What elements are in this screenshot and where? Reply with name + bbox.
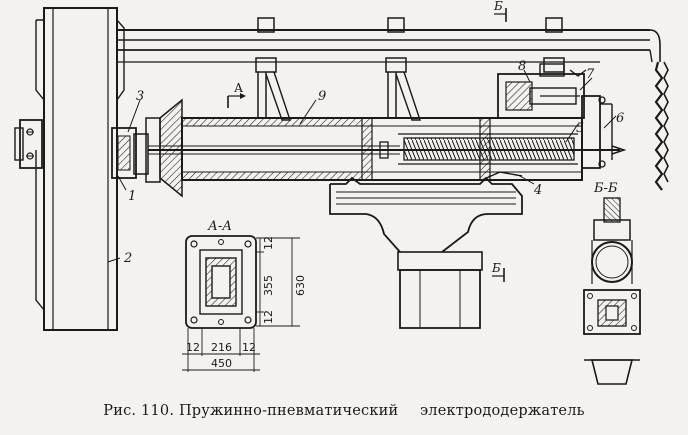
dim-bottom-12-left: 12 <box>186 341 200 354</box>
dim-bottom-12-right: 12 <box>242 341 256 354</box>
dim-216: 216 <box>211 341 232 354</box>
label-part-3: 3 <box>136 89 144 104</box>
section-markers <box>227 8 507 282</box>
caption-number: Рис. 110. <box>103 403 175 419</box>
label-part-2: 2 <box>123 251 132 266</box>
pedestal <box>397 251 483 329</box>
top-rail <box>117 29 661 63</box>
leader-lines <box>107 69 617 263</box>
caption-title-part1: Пружинно-пневматический <box>178 403 399 419</box>
dimensions-a-a <box>182 237 300 372</box>
dim-355: 355 <box>262 275 275 296</box>
caption-title-part2: электрододержатель <box>419 403 585 419</box>
support-struts <box>257 71 421 121</box>
label-section-b-b: Б-Б <box>593 181 618 196</box>
label-part-5: 5 <box>576 121 584 136</box>
label-part-6: 6 <box>616 111 624 126</box>
section-b-b <box>583 197 641 385</box>
dim-top-12: 12 <box>262 236 275 250</box>
spring <box>398 133 578 165</box>
column-pillar <box>35 7 125 331</box>
pneumatic-cylinder <box>497 63 587 119</box>
label-part-7: 7 <box>586 67 595 82</box>
dim-630: 630 <box>294 275 307 296</box>
dim-low-12: 12 <box>262 310 275 324</box>
label-section-a: А <box>234 81 243 95</box>
figure-caption: Рис. 110. Пружинно-пневматический электр… <box>0 403 688 419</box>
label-section-b-bottom: Б <box>491 261 501 275</box>
section-a-a <box>185 235 257 329</box>
label-section-a-a: А-А <box>207 219 232 234</box>
label-part-1: 1 <box>128 189 136 204</box>
label-part-8: 8 <box>518 59 526 74</box>
power-cable <box>654 61 669 191</box>
label-part-4: 4 <box>533 183 542 198</box>
label-part-9: 9 <box>318 89 326 104</box>
nose-assembly <box>581 95 613 169</box>
label-section-b-top: Б <box>493 0 503 13</box>
mounting-bracket <box>14 119 43 169</box>
holder-bracket <box>329 171 523 253</box>
dim-450: 450 <box>211 357 232 370</box>
